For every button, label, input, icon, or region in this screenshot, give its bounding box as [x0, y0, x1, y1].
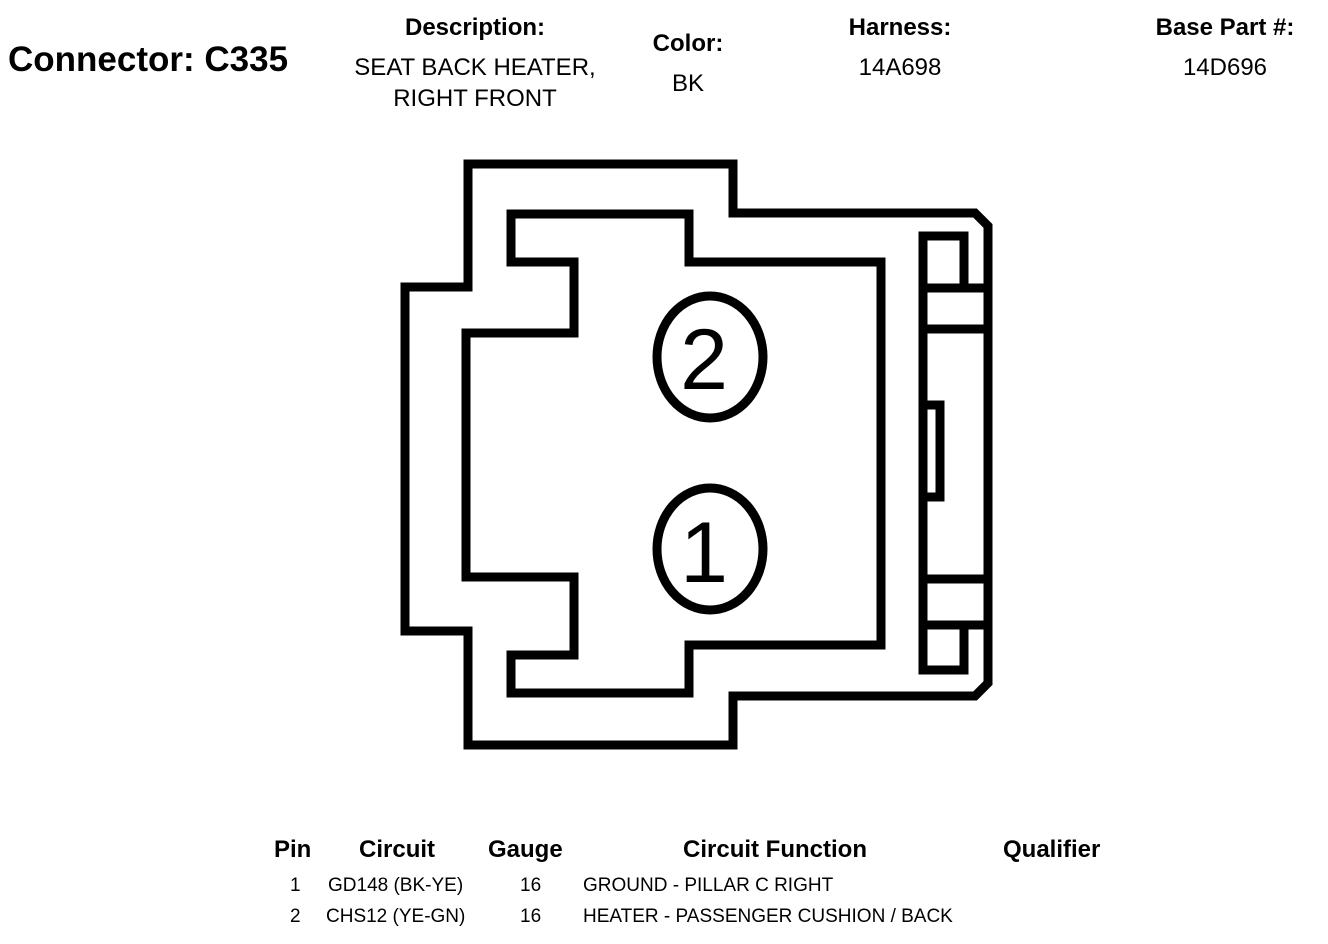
row-circuit: CHS12 (YE-GN): [326, 906, 466, 927]
column-header-circuit: Circuit: [359, 836, 436, 863]
row-pin: 1: [290, 875, 301, 896]
pin-1-circle: [652, 483, 768, 615]
column-header-pin: Pin: [274, 836, 312, 863]
base-part-value: 14D696: [1182, 54, 1268, 81]
lower-latch-outline: [918, 574, 993, 675]
row-function: GROUND - PILLAR C RIGHT: [583, 875, 834, 896]
connector-housing-outline: [400, 159, 993, 750]
pin-2-label: 2: [680, 312, 728, 408]
row-circuit: GD148 (BK-YE): [328, 875, 464, 896]
harness-value: 14A698: [858, 54, 942, 81]
column-header-circuit-function: Circuit Function: [683, 836, 867, 863]
description-line-1: SEAT BACK HEATER,: [354, 54, 596, 81]
row-gauge: 16: [520, 906, 542, 927]
description-line-2: RIGHT FRONT: [393, 85, 557, 112]
row-pin: 2: [290, 906, 301, 927]
column-header-gauge: Gauge: [488, 836, 563, 863]
color-label: Color:: [652, 30, 724, 57]
column-header-qualifier: Qualifier: [1003, 836, 1101, 863]
pin-2-circle: [652, 291, 768, 423]
upper-latch-outline: [918, 231, 993, 334]
base-part-label: Base Part #:: [1155, 14, 1295, 41]
row-function: HEATER - PASSENGER CUSHION / BACK: [583, 906, 953, 927]
row-gauge: 16: [520, 875, 542, 896]
connector-cavity-outline: [461, 209, 886, 698]
harness-label: Harness:: [848, 14, 952, 41]
description-label: Description:: [404, 14, 545, 41]
pin-1-label: 1: [680, 505, 728, 601]
color-value: BK: [671, 70, 704, 97]
connector-title: Connector: C335: [8, 40, 289, 79]
